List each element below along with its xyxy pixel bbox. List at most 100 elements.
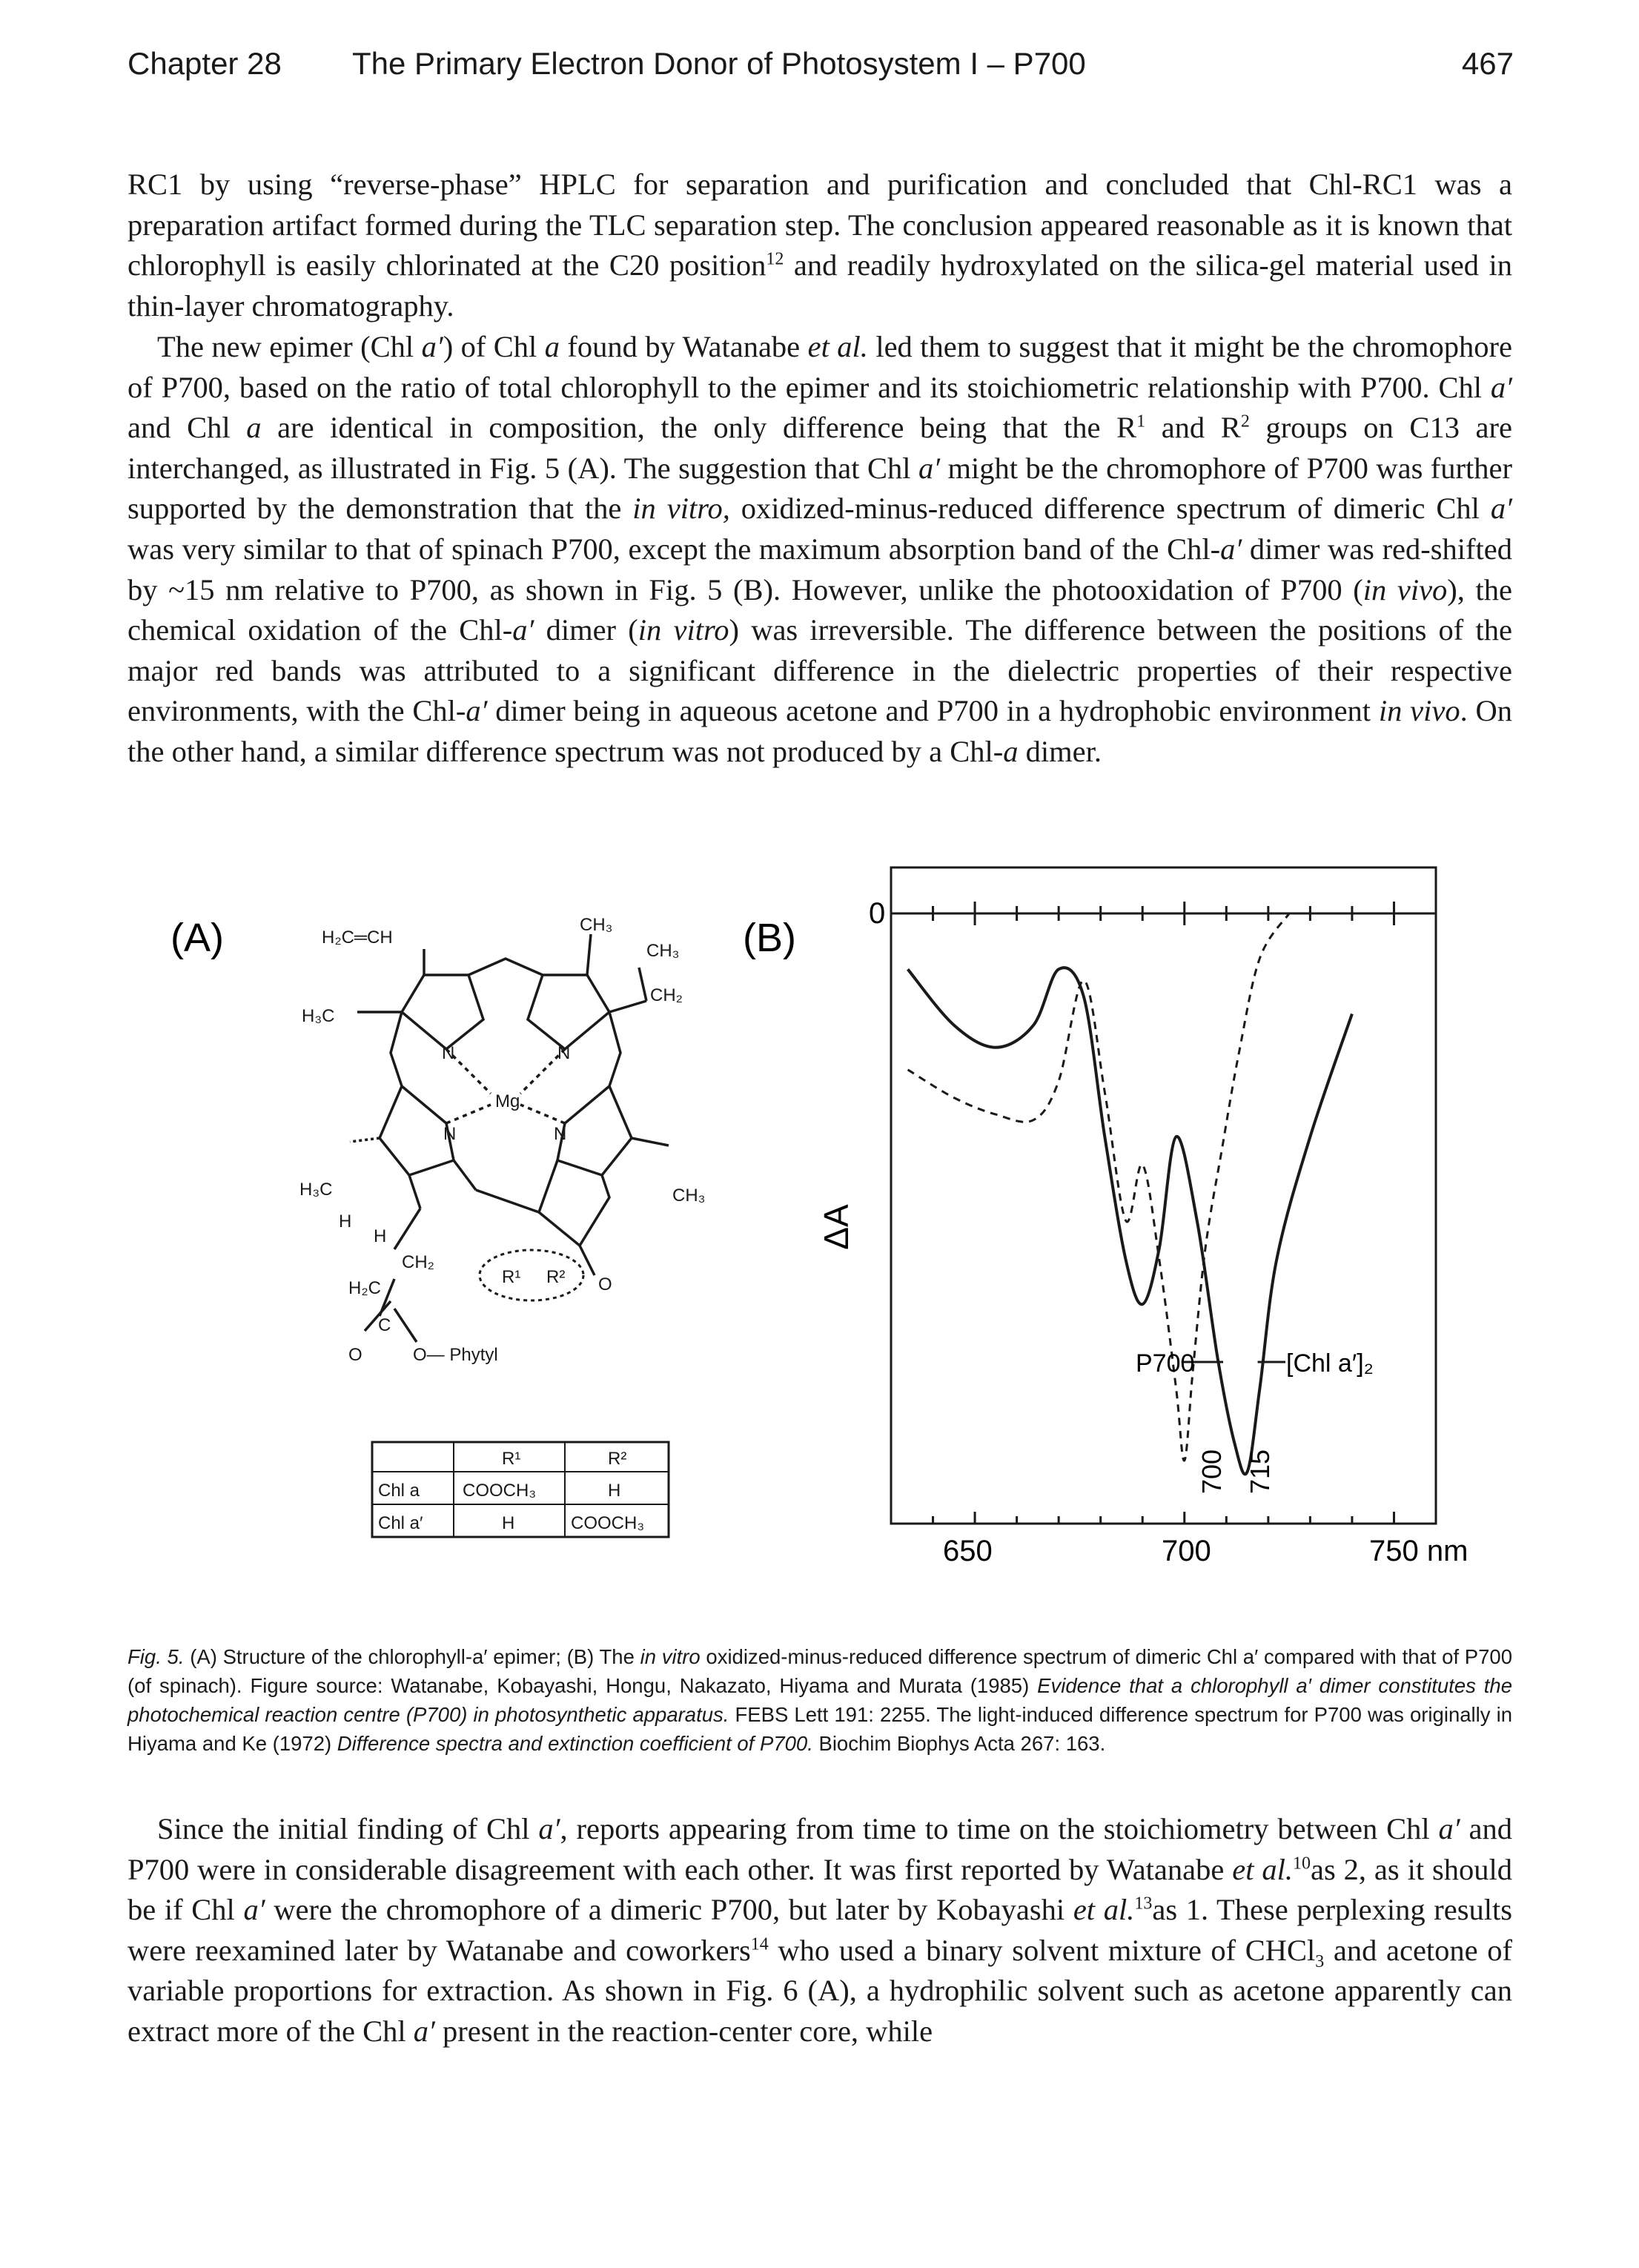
citation-ref: 10 — [1293, 1854, 1311, 1874]
caption-italic: in vitro — [640, 1645, 701, 1668]
text-run: and Chl — [128, 411, 247, 445]
superscript: 2 — [1240, 411, 1250, 432]
struct-label: H₃C — [302, 1006, 334, 1026]
body-paragraph-1: RC1 by using “reverse-phase” HPLC for se… — [128, 165, 1512, 326]
ester-bond — [393, 1308, 418, 1343]
mg-coordination — [445, 1048, 492, 1095]
citation-ref: 12 — [766, 249, 784, 269]
text-run: . On the other hand, a similar differenc… — [128, 694, 1512, 768]
text-run: ), the chemical oxidation of the Chl- — [128, 572, 1512, 647]
zero-label: 0 — [869, 897, 885, 930]
table-cell: Chl a′ — [378, 1513, 423, 1533]
text-run: present in the reaction-center core, whi… — [434, 2014, 933, 2048]
pyrrole-ring-b — [526, 973, 612, 1051]
italic-term: a′ — [413, 2014, 435, 2048]
caption-text: (A) Structure of the chlorophyll-a′ epim… — [184, 1645, 640, 1668]
table-cell: Chl a — [378, 1481, 420, 1501]
figure-svg: (A) — [170, 866, 1468, 1567]
caption-text: oxidized-minus-reduced difference spectr… — [128, 1645, 1513, 1697]
italic-term: a′ — [512, 613, 534, 647]
text-run: oxidized-minus-reduced difference spectr… — [729, 492, 1491, 526]
pyrrole-ring-c — [555, 1084, 634, 1177]
struct-label: O — [598, 1274, 612, 1295]
running-head: Chapter 28 The Primary Electron Donor of… — [128, 46, 1514, 98]
table-header-r1: R¹ — [502, 1449, 520, 1469]
table-cell: COOCH₃ — [463, 1481, 536, 1501]
top-ticks — [932, 902, 1437, 925]
italic-term: et al. — [1232, 1852, 1294, 1886]
italic-term: a′ — [918, 451, 941, 485]
text-run: are identical in composition, the only d… — [261, 411, 1137, 445]
text-run: dimer ( — [534, 613, 638, 647]
marker-700: 700 — [1196, 1449, 1227, 1494]
bond — [452, 1159, 477, 1191]
bond — [475, 1188, 540, 1214]
struct-label: CH₃ — [672, 1186, 705, 1206]
text-run: and R — [1145, 411, 1241, 445]
text-run: and P700 were in considerable disagreeme… — [128, 1812, 1512, 1886]
italic-term: a′ — [421, 330, 443, 363]
struct-label: N — [557, 1043, 570, 1063]
propionate-bond — [408, 1174, 422, 1209]
chlorophyll-structure — [349, 933, 669, 1343]
superscript: 1 — [1136, 411, 1146, 432]
text-run: as 1. These perplexing results were reex… — [128, 1893, 1513, 1967]
x-tick-label: 750 nm — [1369, 1535, 1468, 1567]
text-run: The new epimer (Chl — [157, 330, 422, 363]
series-line-chl-dimer — [907, 966, 1354, 1476]
struct-label: R¹ — [502, 1267, 520, 1287]
series-label-p700: P700 — [1136, 1349, 1194, 1378]
plot-frame — [890, 866, 1437, 1525]
x-tick-label: 700 — [1162, 1535, 1211, 1567]
caption-label: Fig. 5. — [128, 1645, 185, 1668]
italic-term: et al. — [1073, 1893, 1135, 1927]
table-frame — [371, 1441, 670, 1538]
text-run: groups on C13 are interchanged, as illus… — [128, 411, 1512, 485]
x-tick-label: 650 — [943, 1535, 993, 1567]
figure-caption: Fig. 5. (A) Structure of the chlorophyll… — [128, 1642, 1512, 1758]
marker-715: 715 — [1245, 1449, 1275, 1494]
text-run: were the chromophore of a dimeric P700, … — [265, 1893, 1073, 1927]
series-line-p700 — [907, 913, 1291, 1462]
text-run: found by Watanabe — [559, 330, 808, 363]
bottom-ticks — [932, 1512, 1437, 1524]
struct-label: N — [442, 1043, 454, 1063]
y-axis-label: ΔA — [817, 1204, 855, 1250]
text-run: dimer. — [1018, 734, 1102, 768]
text-run: and readily hydroxylated on the silica-g… — [128, 248, 1513, 323]
figure-5: (A) — [128, 864, 1551, 1605]
page-number: 467 — [1461, 46, 1514, 81]
table-cell: H — [502, 1513, 514, 1533]
panel-b-label: (B) — [743, 916, 796, 960]
italic-term: in vitro — [638, 613, 729, 647]
struct-label: H₂C═CH — [322, 928, 393, 948]
italic-term: in vivo — [1378, 694, 1460, 728]
table-cell: COOCH₃ — [571, 1513, 644, 1533]
pyrrole-ring-a — [400, 973, 486, 1051]
text-run: might be the chromophore of P700 was fur… — [128, 451, 1512, 526]
italic-term: et al. — [807, 330, 868, 363]
table-cell: H — [608, 1481, 620, 1501]
struct-label: CH₂ — [402, 1252, 434, 1272]
struct-label: R² — [546, 1267, 565, 1287]
struct-label: CH₃ — [646, 941, 679, 961]
citation-ref: 14 — [750, 1934, 769, 1954]
meso-bridge-top — [468, 957, 543, 976]
italic-term: a′ — [466, 694, 488, 728]
italic-term: a — [544, 330, 560, 363]
text-run: as 2, as it should be if Chl — [128, 1852, 1512, 1927]
italic-term: in vitro, — [632, 492, 730, 526]
text-run: led them to suggest that it might be the… — [128, 330, 1512, 404]
text-run: was very similar to that of spinach P700… — [128, 532, 1221, 566]
struct-label: H — [374, 1226, 386, 1246]
meso-bridge-right — [608, 1011, 622, 1087]
struct-label: O— Phytyl — [413, 1345, 498, 1365]
caption-text: Biochim Biophys Acta 267: 163. — [812, 1732, 1106, 1755]
body-paragraph-3: Since the initial finding of Chl a′, rep… — [128, 1809, 1512, 2052]
text-run: ) was irreversible. The difference betwe… — [128, 613, 1512, 728]
italic-term: a′ — [1438, 1812, 1460, 1845]
methyl-bond — [586, 933, 592, 976]
carbonyl-bond — [363, 1300, 392, 1332]
text-run: dimer was red-shifted by ~15 nm relative… — [128, 532, 1512, 606]
text-run: , reports appearing from time to time on… — [560, 1812, 1439, 1845]
